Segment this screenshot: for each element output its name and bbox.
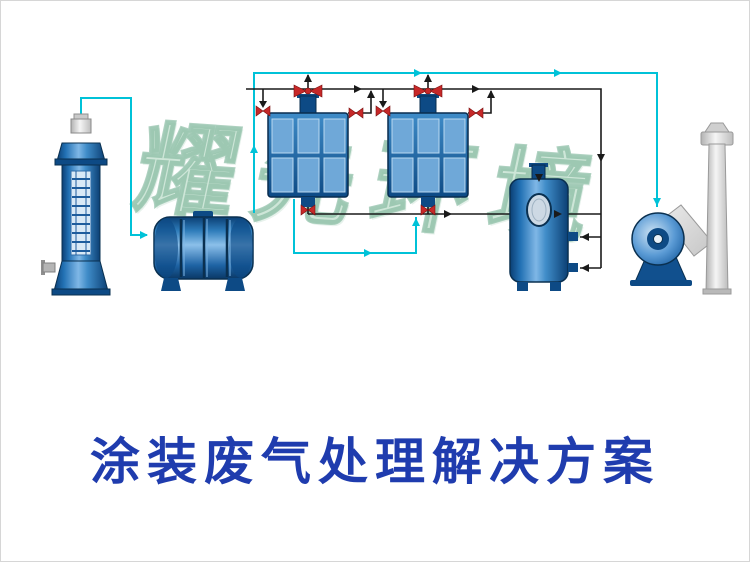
chimney-base-flange xyxy=(702,288,732,295)
pipe-filter-bypass xyxy=(293,199,417,254)
filter1-bottom-stub xyxy=(301,197,315,207)
filter1-impeller-icon xyxy=(293,84,323,98)
pipe-filter-outlets xyxy=(307,207,429,214)
tank-sight-window xyxy=(526,193,552,227)
uvunit-foot-left xyxy=(161,278,181,291)
tank-side-stub-upper xyxy=(568,232,578,241)
uvunit-foot-right xyxy=(225,278,245,291)
uvunit-left-cap xyxy=(154,218,178,278)
tower-drain-stub xyxy=(42,262,56,273)
filter2-stack xyxy=(419,95,437,115)
filter1-inlet-valve-icon xyxy=(255,105,271,117)
tank-foot-left xyxy=(517,282,528,291)
pipe-top-header xyxy=(246,88,602,268)
filter2-outlet-valve-icon xyxy=(420,204,436,216)
filter2-side-valve-icon xyxy=(468,107,484,119)
flow-arrows-cyan xyxy=(140,69,661,257)
pipe-tower-to-uvunit xyxy=(80,97,147,236)
activated-carbon-filter-2 xyxy=(387,94,469,207)
chimney-collar xyxy=(700,131,734,146)
filter2-inlet-valve-icon xyxy=(375,105,391,117)
filter1-panels xyxy=(271,118,346,193)
fan-base xyxy=(630,280,692,286)
chimney-rain-cap xyxy=(704,122,730,133)
uvunit-right-cap xyxy=(229,218,253,278)
tank-sight-window-inner xyxy=(531,198,547,222)
tower-packing-rungs xyxy=(72,178,90,252)
centrifugal-fan xyxy=(630,204,713,286)
tower-base xyxy=(51,288,111,296)
tank-foot-right xyxy=(550,282,561,291)
filter1-stack xyxy=(299,95,317,115)
tower-top-cone xyxy=(56,142,106,162)
tower-bottom-cone xyxy=(53,260,109,292)
exhaust-chimney xyxy=(700,122,734,295)
chimney-stack xyxy=(705,143,729,293)
activated-carbon-filter-1 xyxy=(267,94,349,207)
tower-cap xyxy=(70,118,92,134)
fan-hub xyxy=(653,234,663,244)
filter2-bottom-stub xyxy=(421,197,435,207)
uv-photolysis-unit xyxy=(153,211,254,291)
tower-top-flange xyxy=(54,158,108,166)
tank-side-stub-lower xyxy=(568,263,578,272)
uvunit-divider-highlights xyxy=(183,219,231,277)
filter1-side-valve-icon xyxy=(348,107,364,119)
tower-packing-rails xyxy=(75,171,87,255)
pipes-gas-cyan xyxy=(80,72,658,254)
pipe-uvunit-to-manifold xyxy=(253,72,658,213)
flow-arrows-black xyxy=(259,74,605,272)
filter2-panels xyxy=(391,118,466,193)
filter1-outlet-valve-icon xyxy=(300,204,316,216)
uvunit-dividers xyxy=(179,218,229,278)
spray-tower xyxy=(41,113,111,296)
settling-tank xyxy=(509,163,578,291)
filter2-impeller-icon xyxy=(413,84,443,98)
page-title: 涂装废气处理解决方案 xyxy=(90,432,660,491)
valves-red xyxy=(255,84,484,216)
